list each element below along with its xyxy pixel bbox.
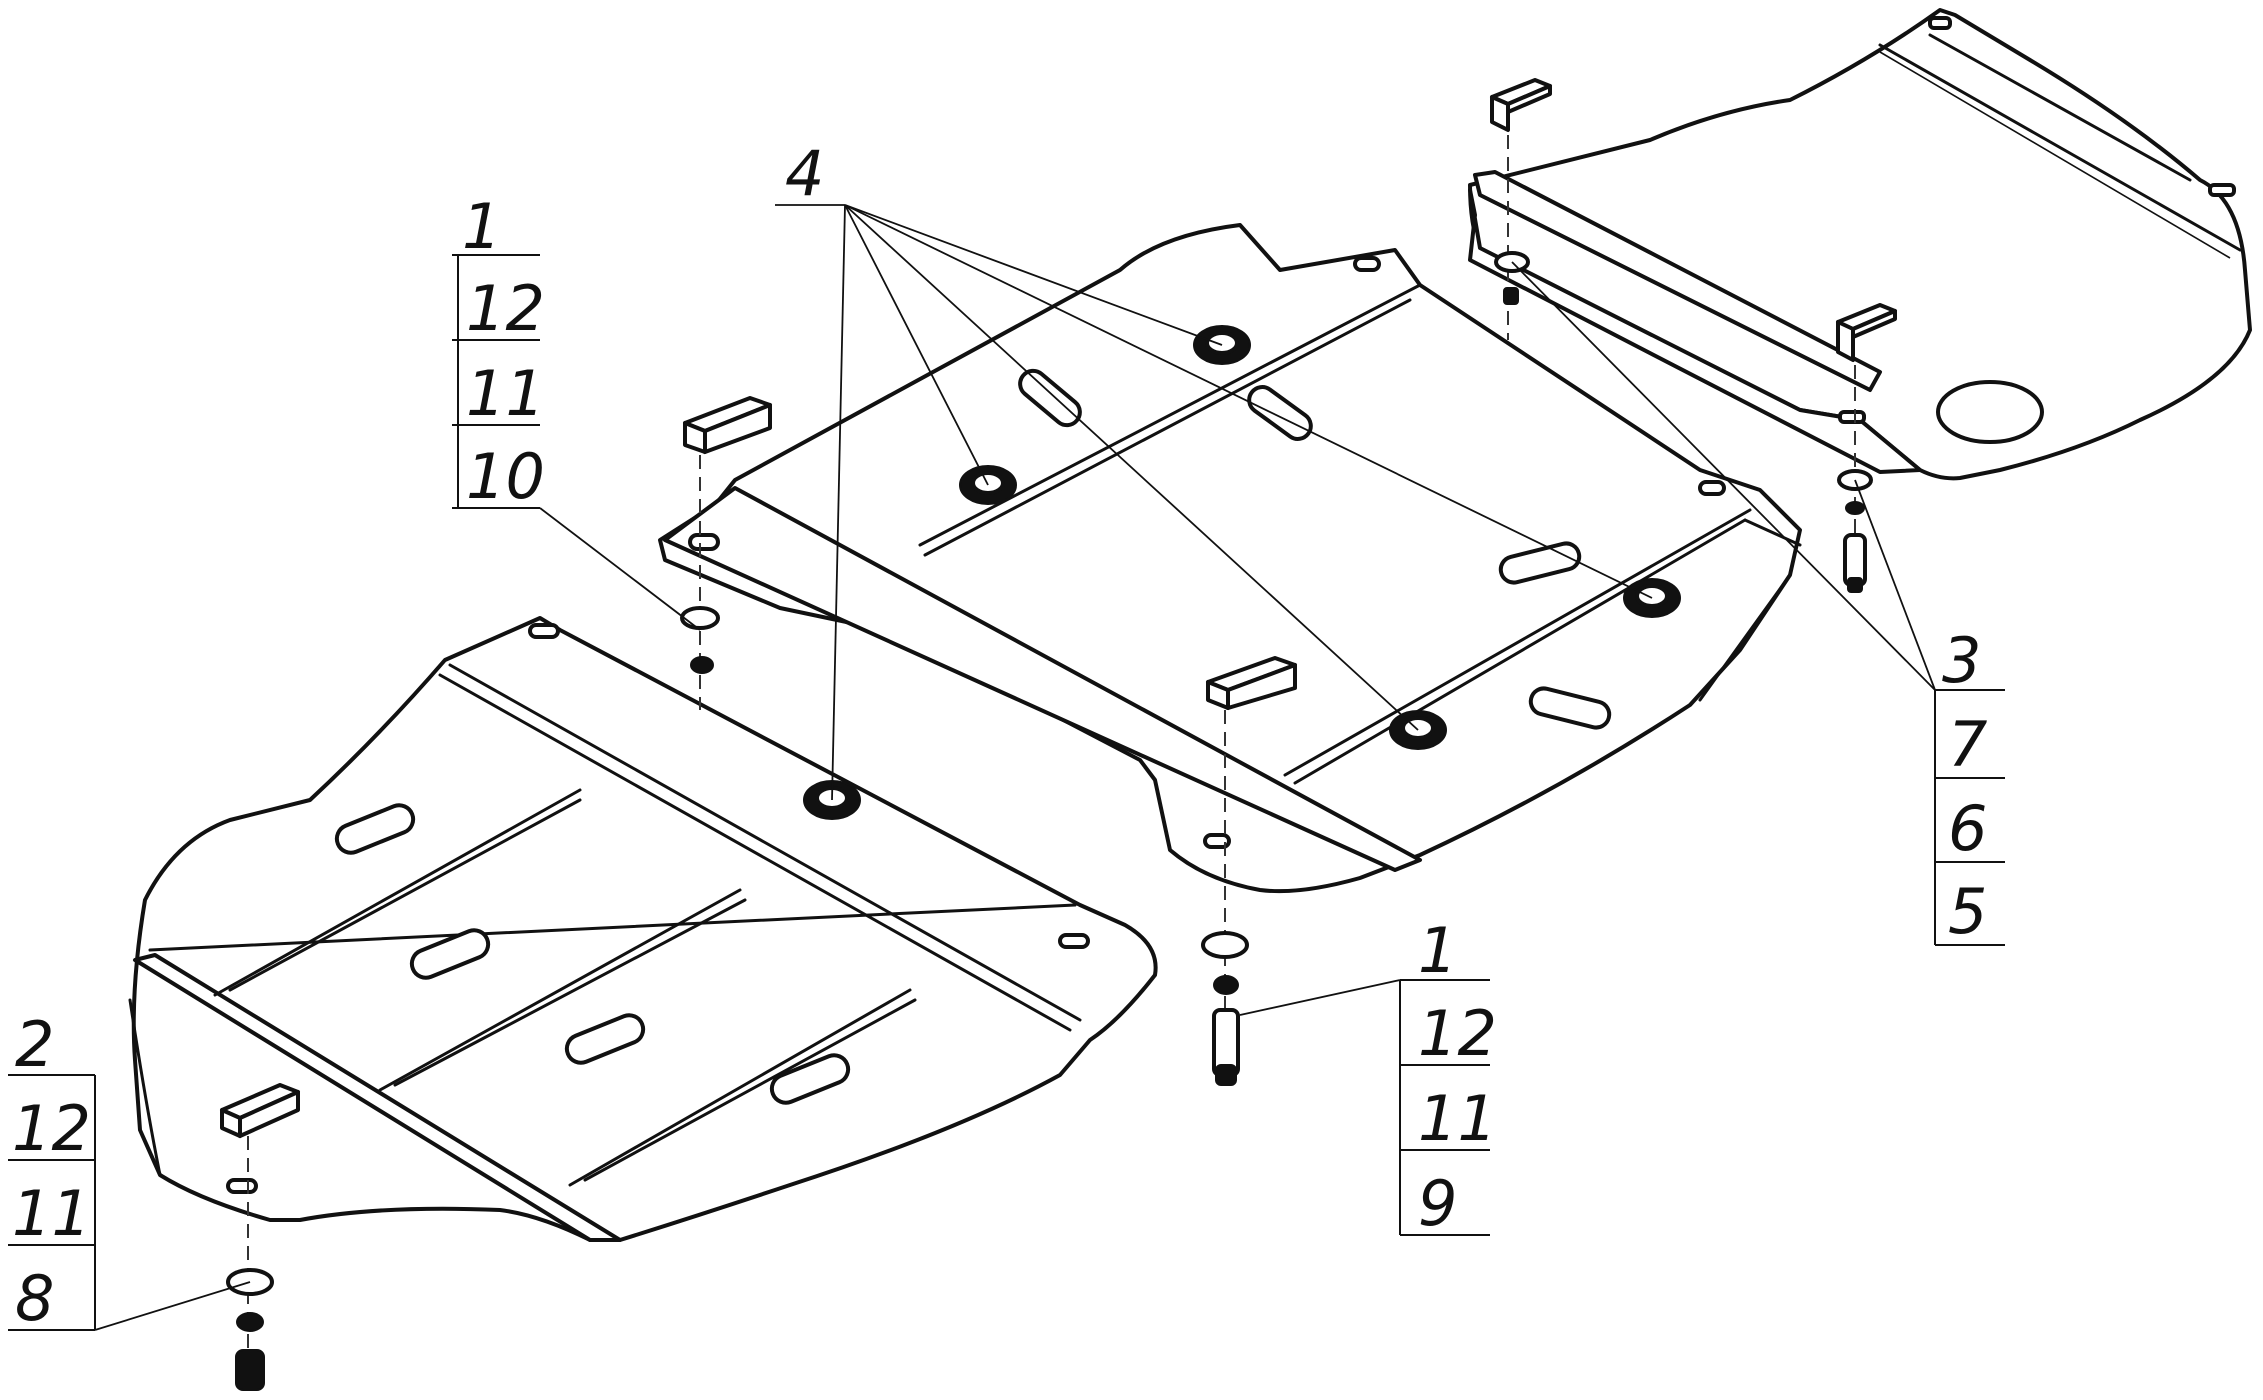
callout-4: 4 [785,137,824,210]
center-stack-label-3: 11 [1418,1082,1497,1155]
bottom-left-stack-label-1: 2 [15,1008,54,1081]
leader-lines [94,204,1936,1331]
left-spring-washer [690,656,714,674]
callout-stack-right: 3 7 6 5 [1934,624,2005,948]
rear-spring-washer-right [1845,501,1865,515]
rear-bracket-left [1490,78,1552,132]
right-stack-label-4: 5 [1948,875,1987,948]
front-spring-washer [236,1312,264,1332]
callout-stack-center: 1 12 11 9 [1399,914,1497,1240]
left-stack-label-1: 1 [462,190,501,263]
bottom-left-stack-label-4: 8 [15,1262,54,1335]
center-stack-label-4: 9 [1418,1167,1457,1240]
center-spring-washer [1213,975,1239,995]
front-skid-plate [128,616,1158,1242]
center-stack-label-2: 12 [1418,997,1497,1070]
left-stack-label-4: 10 [466,440,545,513]
center-stack-label-1: 1 [1418,914,1457,987]
middle-bracket-center [1206,656,1297,710]
callout-stack-left: 1 12 11 10 [452,190,545,513]
right-stack-label-1: 3 [1942,624,1981,697]
rear-skid-plate [1468,8,2252,481]
rear-nut-left [1503,287,1519,305]
left-stack-label-3: 11 [466,357,545,430]
middle-bracket-left [683,396,772,454]
right-stack-label-3: 6 [1948,792,1987,865]
front-bracket [220,1083,300,1138]
left-stack-label-2: 12 [466,272,545,345]
callout-label-4: 4 [785,137,824,210]
rear-plate-oil-hole [1936,380,2044,444]
front-bolt [235,1349,265,1391]
bottom-left-stack-label-2: 12 [12,1092,91,1165]
callout-stack-bottom-left: 2 12 11 8 [8,1008,96,1335]
rear-bracket-right [1836,303,1897,362]
bottom-left-stack-label-3: 11 [12,1177,91,1250]
right-stack-label-2: 7 [1948,708,1987,781]
center-washer [1201,931,1249,959]
left-washer [680,606,720,630]
